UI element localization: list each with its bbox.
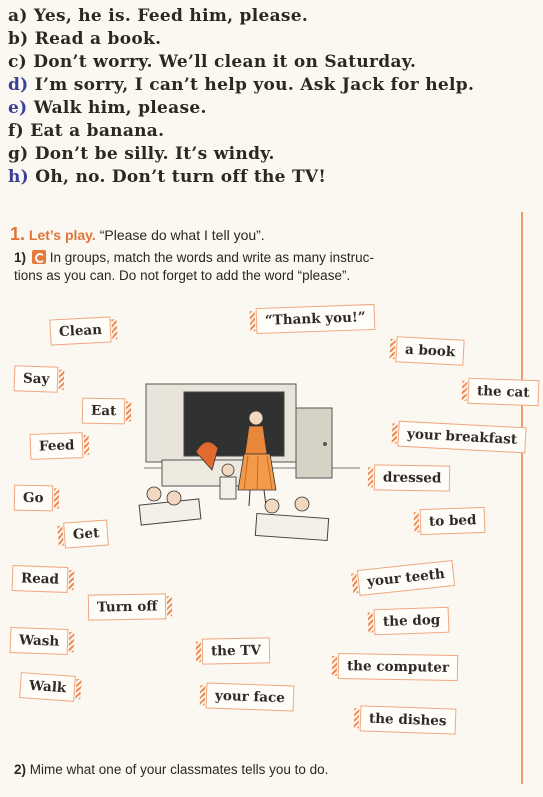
word-card-clean: Clean xyxy=(49,316,112,346)
answer-g: g) Don’t be silly. It’s windy. xyxy=(8,144,275,164)
answer-letter: f) xyxy=(8,121,24,141)
answer-letter: g) xyxy=(8,144,29,164)
word-card-feed: Feed xyxy=(29,432,84,460)
word-card-say: Say xyxy=(13,365,59,393)
word-card-the-dishes: the dishes xyxy=(359,705,456,735)
task-1-text-1: In groups, match the words and write as … xyxy=(49,250,374,265)
task-2-number: 2) xyxy=(14,762,27,777)
word-card-the-tv: the TV xyxy=(201,637,271,665)
answer-text: Walk him, please. xyxy=(33,98,207,118)
exercise-label: Let’s play. xyxy=(28,227,96,243)
write-task-icon xyxy=(31,250,46,264)
word-card-wash: Wash xyxy=(9,626,69,656)
word-card-thank-you: “Thank you!” xyxy=(255,303,376,335)
word-card-your-teeth: your teeth xyxy=(356,560,456,596)
answer-letter: d) xyxy=(8,75,29,95)
word-card-a-book: a book xyxy=(395,336,465,366)
word-card-turn-off: Turn off xyxy=(87,593,167,621)
classroom-illustration xyxy=(138,383,360,542)
task-1-line-1: 1) In groups, match the words and write … xyxy=(14,250,374,265)
exercise-quote: “Please do what I tell you”. xyxy=(99,227,265,243)
task-2: 2) Mime what one of your classmates tell… xyxy=(14,762,328,777)
answer-text: I’m sorry, I can’t help you. Ask Jack fo… xyxy=(34,75,475,95)
word-card-read: Read xyxy=(11,565,69,593)
answer-text: Eat a banana. xyxy=(30,121,165,141)
task-1-number: 1) xyxy=(14,250,27,265)
word-card-eat: Eat xyxy=(81,397,126,425)
answer-letter: a) xyxy=(8,6,28,26)
answer-f: f) Eat a banana. xyxy=(8,121,164,141)
task-2-text: Mime what one of your classmates tells y… xyxy=(29,762,329,777)
answer-letter: b) xyxy=(8,29,29,49)
word-card-the-dog: the dog xyxy=(373,606,450,636)
word-card-go: Go xyxy=(13,484,53,512)
answer-text: Yes, he is. Feed him, please. xyxy=(33,6,309,26)
word-card-walk: Walk xyxy=(19,672,77,702)
answer-letter: c) xyxy=(8,52,27,72)
word-card-dressed: dressed xyxy=(373,464,451,492)
margin-rule xyxy=(521,212,523,784)
answer-text: Read a book. xyxy=(34,29,162,49)
word-card-your-face: your face xyxy=(205,682,295,712)
answer-c: c) Don’t worry. We’ll clean it on Saturd… xyxy=(8,52,416,72)
word-card-the-cat: the cat xyxy=(467,377,539,407)
exercise-heading: 1. Let’s play. “Please do what I tell yo… xyxy=(10,224,265,245)
answer-h: h) Oh, no. Don’t turn off the TV! xyxy=(8,167,326,187)
answer-b: b) Read a book. xyxy=(8,29,161,49)
answer-a: a) Yes, he is. Feed him, please. xyxy=(8,6,308,26)
answer-letter: e) xyxy=(8,98,28,118)
answer-d: d) I’m sorry, I can’t help you. Ask Jack… xyxy=(8,75,474,95)
answer-letter: h) xyxy=(8,167,30,187)
word-card-to-bed: to bed xyxy=(419,506,486,536)
answer-text: Don’t be silly. It’s windy. xyxy=(34,144,275,164)
task-1-line-2: tions as you can. Do not forget to add t… xyxy=(14,268,350,283)
exercise-number: 1. xyxy=(10,224,26,244)
word-card-the-computer: the computer xyxy=(337,652,459,682)
answer-e: e) Walk him, please. xyxy=(8,98,207,118)
task-1-text-2: tions as you can. Do not forget to add t… xyxy=(14,268,351,283)
answer-text: Don’t worry. We’ll clean it on Saturday. xyxy=(33,52,417,72)
word-card-get: Get xyxy=(63,519,110,549)
answer-text: Oh, no. Don’t turn off the TV! xyxy=(35,167,327,187)
word-card-your-breakfast: your breakfast xyxy=(397,420,527,454)
